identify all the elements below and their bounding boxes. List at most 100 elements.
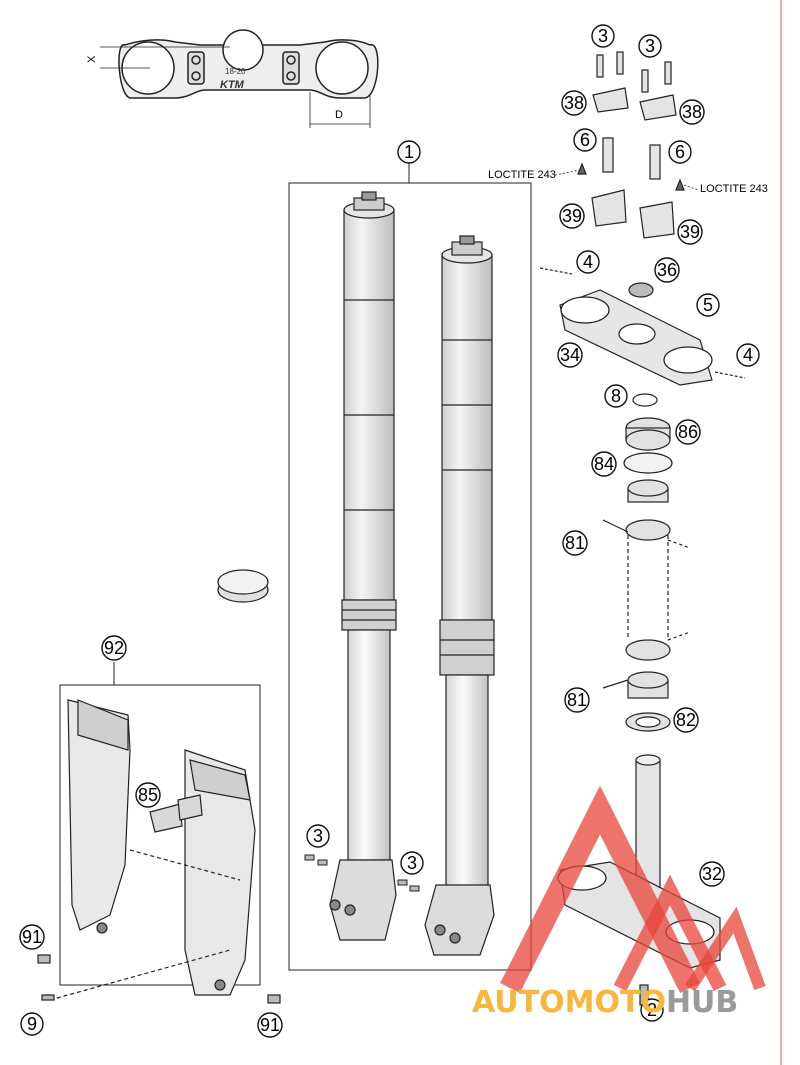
callout-circle [101, 635, 127, 661]
loctite-label-right: LOCTITE 243 [700, 183, 768, 195]
callout-number: 81 [565, 533, 585, 553]
callout-number: 85 [138, 785, 158, 805]
callout-circle [696, 293, 720, 317]
callout-c34: 34 [557, 342, 583, 368]
fork-leg-right [424, 235, 495, 956]
callout-number: 4 [743, 345, 753, 365]
callout-circle [640, 998, 664, 1022]
callout-c39a: 39 [559, 203, 585, 229]
callout-c36: 36 [654, 257, 680, 283]
logo-mark: KTM [220, 79, 245, 91]
callout-c38a: 38 [561, 90, 587, 116]
callout-circle [397, 140, 421, 164]
callout-c9: 9 [20, 1012, 44, 1036]
callout-number: 1 [404, 142, 414, 162]
watermark-text-hub: HUB [666, 985, 738, 1020]
callout-c3a: 3 [591, 24, 615, 48]
callout-c6a: 6 [573, 128, 597, 152]
callout-c32: 32 [699, 861, 725, 887]
callout-circle [135, 782, 161, 808]
callout-c82: 82 [673, 707, 699, 733]
top-clamp-detail: 18-20 KTM [100, 29, 379, 128]
callout-number: 39 [680, 222, 700, 242]
fork-group-frame [288, 182, 532, 971]
callout-number: 91 [22, 927, 42, 947]
axle-clamp-bolts [304, 854, 420, 892]
handlebar-clamp-parts [577, 51, 685, 239]
callout-c4b: 4 [736, 343, 760, 367]
watermark-text: AUTOMOTOHUB [472, 985, 738, 1020]
clamp-mark-text: 18-20 [225, 67, 246, 76]
callout-c8: 8 [604, 384, 628, 408]
callout-circle [557, 342, 583, 368]
callout-circle [561, 90, 587, 116]
callout-number: 38 [682, 102, 702, 122]
callout-c5: 5 [696, 293, 720, 317]
callout-circle [736, 343, 760, 367]
callout-c39b: 39 [677, 219, 703, 245]
callout-circle [559, 203, 585, 229]
callout-circle [564, 687, 590, 713]
callout-circle [638, 34, 662, 58]
callout-circle [679, 99, 705, 125]
callout-number: 9 [27, 1014, 37, 1034]
callout-c4a: 4 [576, 250, 600, 274]
fork-guards [37, 699, 281, 1004]
callout-circle [654, 257, 680, 283]
callout-c38b: 38 [679, 99, 705, 125]
callout-number: 6 [675, 142, 685, 162]
callout-circle [591, 24, 615, 48]
callout-c3c: 3 [306, 824, 330, 848]
callout-circle [604, 384, 628, 408]
callout-circle [673, 707, 699, 733]
fork-leg-left [329, 191, 397, 941]
callout-c84: 84 [591, 451, 617, 477]
callout-number: 86 [678, 422, 698, 442]
callout-number: 91 [260, 1015, 280, 1035]
callout-number: 84 [594, 454, 614, 474]
callout-number: 4 [583, 252, 593, 272]
callout-number: 39 [562, 206, 582, 226]
callout-number: 3 [645, 36, 655, 56]
dimension-d-label: D [335, 109, 343, 121]
watermark-text-auto: AUTOMOTO [472, 985, 666, 1020]
callout-c1: 1 [397, 140, 421, 164]
callout-circle [591, 451, 617, 477]
callout-c86: 86 [675, 419, 701, 445]
callout-circle [677, 219, 703, 245]
callout-c92: 92 [101, 635, 127, 661]
callout-circle [576, 250, 600, 274]
callout-c81a: 81 [562, 530, 588, 556]
callout-number: 6 [580, 130, 590, 150]
callout-c91b: 91 [257, 1012, 283, 1038]
lower-triple-clamp [557, 754, 721, 1006]
steering-bearing-stack [602, 393, 691, 732]
callout-circle [306, 824, 330, 848]
callout-circle [257, 1012, 283, 1038]
callout-number: 82 [676, 710, 696, 730]
callout-circle [668, 140, 692, 164]
callout-circle [562, 530, 588, 556]
callout-c81b: 81 [564, 687, 590, 713]
callout-number: 3 [407, 853, 417, 873]
callout-c91a: 91 [19, 924, 45, 950]
fork-guard-frame [59, 684, 261, 986]
callout-circle [19, 924, 45, 950]
callout-number: 3 [313, 826, 323, 846]
callout-number: 34 [560, 345, 580, 365]
callout-number: 32 [702, 864, 722, 884]
callout-number: 36 [657, 260, 677, 280]
callout-number: 92 [104, 638, 124, 658]
callout-circle [573, 128, 597, 152]
callout-circle [20, 1012, 44, 1036]
callout-c3d: 3 [400, 851, 424, 875]
callout-c85: 85 [135, 782, 161, 808]
callout-number: 38 [564, 93, 584, 113]
callout-circle [400, 851, 424, 875]
callout-number: 5 [703, 295, 713, 315]
dimension-x-label: X [86, 55, 98, 63]
bearing-ring-loose [217, 569, 269, 603]
callout-number: 2 [647, 1000, 657, 1020]
